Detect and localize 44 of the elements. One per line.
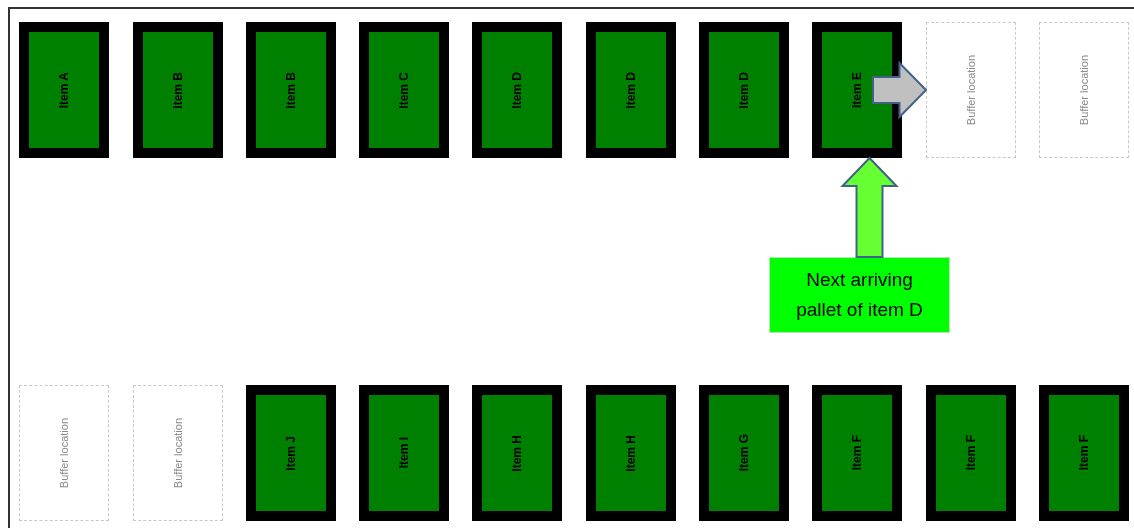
item-label: Item H	[509, 434, 525, 472]
item-label: Item G	[736, 434, 752, 472]
item-label: Item E	[849, 72, 865, 108]
pallet-slot	[699, 385, 789, 521]
pallet-slot	[586, 385, 676, 521]
buffer-slot	[133, 385, 223, 521]
item-label: Item F	[963, 435, 979, 471]
callout-text: Next arriving pallet of item D	[795, 268, 924, 322]
pallet-slot	[19, 22, 109, 158]
pallet-slot	[246, 385, 336, 521]
item-label: Item D	[736, 71, 752, 109]
buffer-label: Buffer location	[56, 417, 71, 489]
item-label: Item B	[283, 71, 299, 109]
pallet-slot	[812, 385, 902, 521]
item-label: Item F	[1076, 435, 1092, 471]
item-label: Item D	[509, 71, 525, 109]
item-label: Item F	[849, 435, 865, 471]
item-label: Item C	[396, 71, 412, 109]
buffer-label: Buffer location	[1076, 54, 1091, 126]
pallet-slot	[926, 385, 1016, 521]
item-label: Item H	[623, 434, 639, 472]
pallet-slot	[812, 22, 902, 158]
buffer-label: Buffer location	[170, 417, 185, 489]
item-label: Item I	[396, 437, 412, 469]
item-label: Item J	[283, 435, 299, 471]
pallet-slot	[1039, 385, 1129, 521]
item-label: Item B	[170, 71, 186, 109]
pallet-slot	[359, 22, 449, 158]
buffer-label: Buffer location	[963, 54, 978, 126]
item-label: Item D	[623, 71, 639, 109]
pallet-slot	[246, 22, 336, 158]
block-arrow	[840, 156, 899, 258]
callout-box	[769, 257, 950, 333]
pallet-slot	[472, 22, 562, 158]
item-label: Item A	[56, 71, 72, 109]
pallet-slot	[699, 22, 789, 158]
buffer-slot	[19, 385, 109, 521]
buffer-slot	[1039, 22, 1129, 158]
buffer-slot	[926, 22, 1016, 158]
pallet-slot	[472, 385, 562, 521]
pallet-slot	[586, 22, 676, 158]
pallet-slot	[133, 22, 223, 158]
pallet-slot	[359, 385, 449, 521]
block-arrow	[872, 60, 928, 120]
